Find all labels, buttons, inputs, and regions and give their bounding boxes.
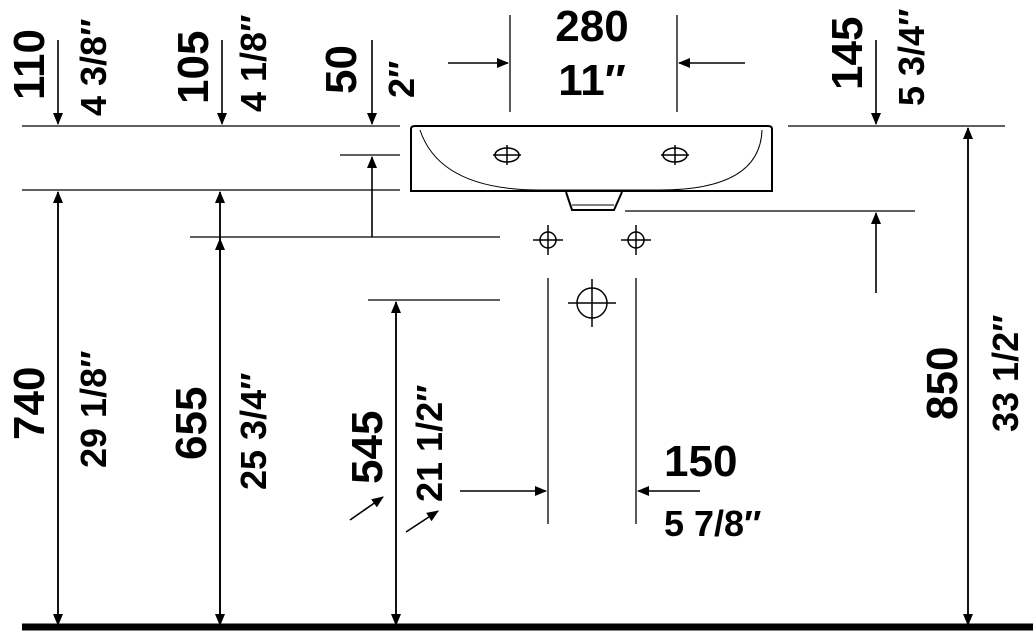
- dim-150-mm: 150: [664, 437, 737, 486]
- dimension-arrows: [53, 40, 973, 626]
- dim-280-inch: 11″: [558, 56, 626, 105]
- dim-280-mm: 280: [555, 2, 628, 51]
- dim-655-inch: 25 3/4″: [233, 373, 274, 490]
- dim-150-inch: 5 7/8″: [664, 503, 761, 544]
- basin-outline: [410, 125, 773, 211]
- dim-105-inch: 4 1/8″: [233, 15, 274, 112]
- dim-545-inch: 21 1/2″: [409, 385, 450, 502]
- dim-110-mm: 110: [5, 29, 54, 100]
- dim-545-mm: 545: [343, 411, 392, 484]
- tap-hole-marks: [493, 145, 689, 165]
- dim-110-inch: 4 3/8″: [73, 19, 114, 116]
- dim-50-inch: 2″: [381, 61, 422, 98]
- dim-850-mm: 850: [918, 347, 967, 420]
- dim-50-mm: 50: [317, 45, 366, 94]
- reference-lines: [22, 15, 1005, 524]
- dim-655-mm: 655: [167, 387, 216, 460]
- dim-105-mm: 105: [169, 31, 218, 104]
- dim-145-inch: 5 3/4″: [891, 9, 932, 106]
- dim-145-mm: 145: [823, 17, 872, 90]
- dim-850-inch: 33 1/2″: [985, 315, 1026, 432]
- drain-connection-mark: [568, 279, 616, 327]
- dim-740-inch: 29 1/8″: [73, 351, 114, 468]
- dim-740-mm: 740: [5, 367, 54, 440]
- supply-connection-marks: [533, 225, 651, 255]
